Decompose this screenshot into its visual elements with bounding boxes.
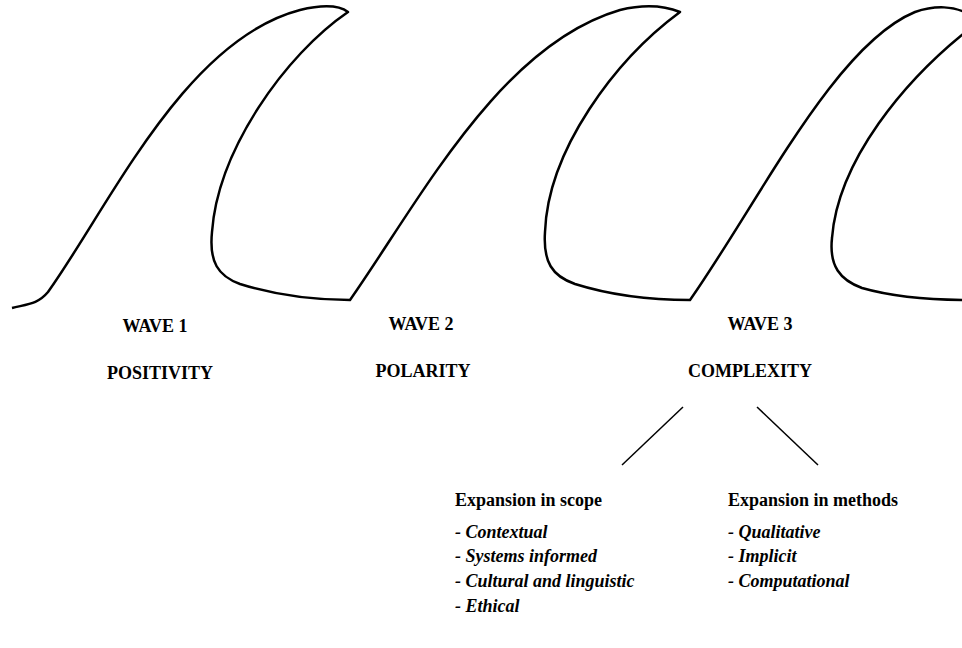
wave-name: POLARITY xyxy=(375,361,470,382)
wave-name: POSITIVITY xyxy=(107,363,213,384)
list-item: - Cultural and linguistic xyxy=(455,571,635,592)
branch-line xyxy=(622,407,683,465)
branch-heading: Expansion in methods xyxy=(728,490,898,511)
list-item: - Systems informed xyxy=(455,546,597,567)
wave-outline xyxy=(832,30,962,300)
wave-number: WAVE 3 xyxy=(727,314,792,335)
wave-name: COMPLEXITY xyxy=(688,361,812,382)
wave-number: WAVE 1 xyxy=(122,316,187,337)
list-item: - Ethical xyxy=(455,596,520,617)
list-item: - Computational xyxy=(728,571,850,592)
list-item: - Implicit xyxy=(728,546,797,567)
wave-number: WAVE 2 xyxy=(388,314,453,335)
wave-outline xyxy=(12,6,962,308)
list-item: - Contextual xyxy=(455,522,548,543)
list-item: - Qualitative xyxy=(728,522,821,543)
branch-line xyxy=(757,407,818,465)
branch-heading: Expansion in scope xyxy=(455,490,602,511)
